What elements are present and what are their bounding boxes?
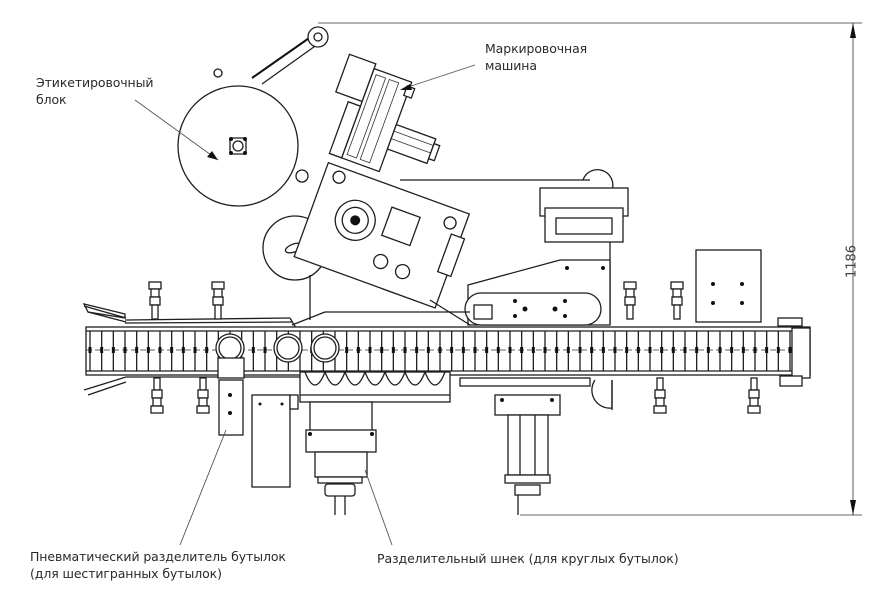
caption-line: Маркировочная <box>485 41 588 56</box>
slat-link <box>496 347 500 353</box>
control-panel <box>539 187 629 325</box>
label-reel <box>177 68 299 207</box>
machine-frame <box>309 169 614 410</box>
pneumatic-separator-caption: Пневматический разделитель бутылок (для … <box>30 548 286 582</box>
slat-link <box>508 347 512 353</box>
slat-link <box>776 347 780 353</box>
slat-link <box>741 347 745 353</box>
slat-link <box>485 347 489 353</box>
rail-adjuster-knob <box>211 281 225 320</box>
slat-link <box>461 347 465 353</box>
caption-line: машина <box>485 58 537 73</box>
slat-link <box>450 347 454 353</box>
slat-link <box>765 347 769 353</box>
caption-line: Этикетировочный <box>36 75 154 90</box>
slat-link <box>100 347 104 353</box>
rail-adjusters <box>148 281 761 414</box>
slat-link <box>566 347 570 353</box>
slat-link <box>636 347 640 353</box>
slat-link <box>660 347 664 353</box>
label-unit-caption: Этикетировочный блок <box>36 74 154 108</box>
slat-link <box>706 347 710 353</box>
belt-drive-cover <box>464 259 611 326</box>
slat-link <box>555 347 559 353</box>
slat-link <box>263 347 267 353</box>
leader-lines <box>134 64 476 546</box>
slat-link <box>753 347 757 353</box>
slat-link <box>718 347 722 353</box>
bottles <box>215 333 340 363</box>
slat-link <box>695 347 699 353</box>
marking-machine <box>328 53 441 173</box>
slat-link <box>391 347 395 353</box>
rail-adjuster-knob <box>148 281 162 320</box>
dimension-arrow-bottom <box>850 500 856 515</box>
pneumatic-separator <box>217 357 299 488</box>
slat-link <box>788 347 792 353</box>
slat-link <box>380 347 384 353</box>
slat-link <box>135 347 139 353</box>
dimension-arrow-top <box>850 23 856 38</box>
slat-link <box>368 347 372 353</box>
slat-link <box>88 347 92 353</box>
slat-link <box>181 347 185 353</box>
slat-link <box>543 347 547 353</box>
guide-rails <box>82 299 471 396</box>
slat-link <box>415 347 419 353</box>
rail-adjuster-knob <box>623 281 637 320</box>
outfeed-stand <box>459 377 591 515</box>
slat-link <box>111 347 115 353</box>
rail-adjuster-knob <box>196 377 210 414</box>
slat-link <box>671 347 675 353</box>
slat-link <box>601 347 605 353</box>
slat-link <box>578 347 582 353</box>
screw-separator-caption: Разделительный шнек (для круглых бутылок… <box>377 550 679 567</box>
slat-link <box>193 347 197 353</box>
slat-link <box>205 347 209 353</box>
slat-link <box>438 347 442 353</box>
slat-link <box>403 347 407 353</box>
slat-link <box>473 347 477 353</box>
caption-line: (для шестигранных бутылок) <box>30 566 222 581</box>
rail-adjuster-knob <box>670 281 684 320</box>
electrical-box <box>695 249 762 323</box>
slat-link <box>356 347 360 353</box>
slat-link <box>251 347 255 353</box>
dimension-value: 1186 <box>844 244 860 279</box>
slat-link <box>158 347 162 353</box>
slat-link <box>648 347 652 353</box>
rail-adjuster-knob <box>747 377 761 414</box>
labeling-head <box>293 161 471 309</box>
slat-link <box>625 347 629 353</box>
rail-adjuster-knob <box>653 377 667 414</box>
caption-line: Разделительный шнек (для круглых бутылок… <box>377 551 679 566</box>
slat-link <box>613 347 617 353</box>
caption-line: блок <box>36 92 67 107</box>
slat-link <box>170 347 174 353</box>
label-reel-arm <box>251 26 329 85</box>
slat-link <box>730 347 734 353</box>
slat-link <box>345 347 349 353</box>
separating-screw <box>299 370 451 515</box>
slat-link <box>426 347 430 353</box>
marking-machine-caption: Маркировочная машина <box>485 40 587 74</box>
slat-link <box>590 347 594 353</box>
slat-link <box>146 347 150 353</box>
slat-link <box>683 347 687 353</box>
rail-adjuster-knob <box>150 377 164 414</box>
slat-link <box>531 347 535 353</box>
caption-line: Пневматический разделитель бутылок <box>30 549 286 564</box>
slat-link <box>520 347 524 353</box>
slat-link <box>123 347 127 353</box>
overall-dimension <box>318 22 862 516</box>
